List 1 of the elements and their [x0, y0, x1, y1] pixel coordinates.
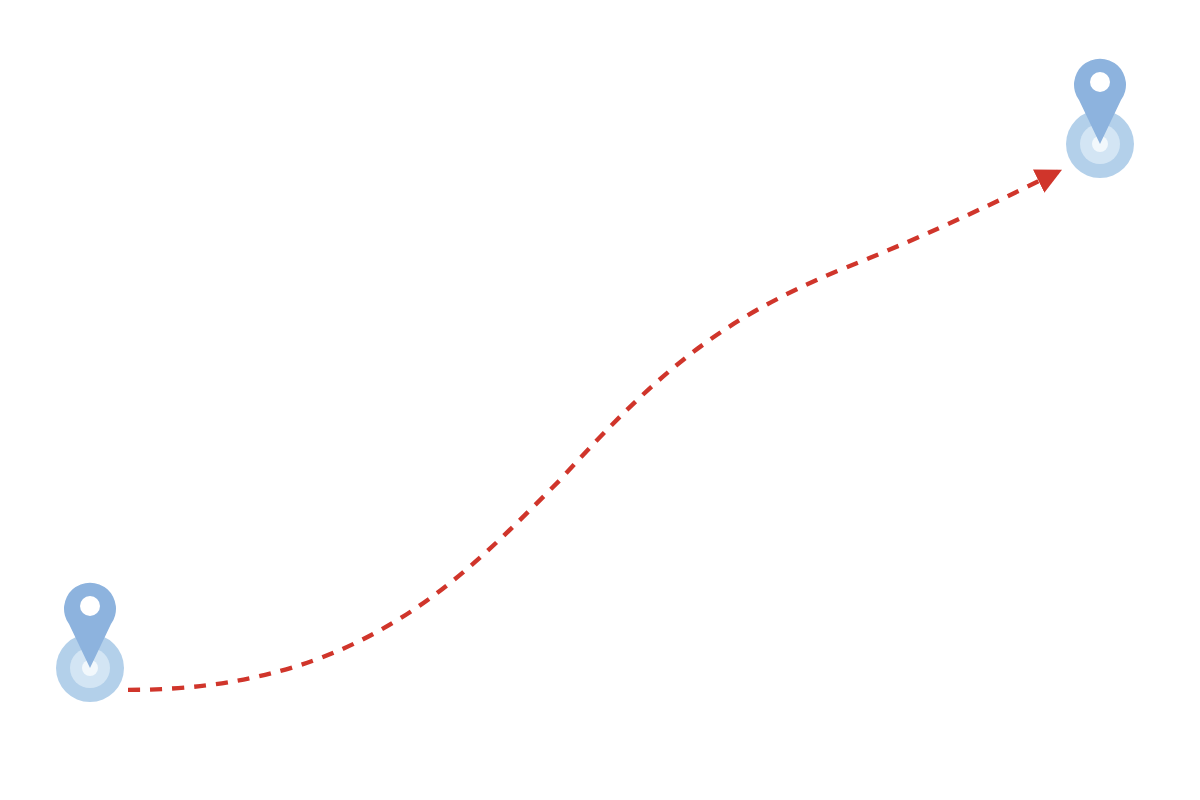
arrow	[127, 167, 1063, 693]
